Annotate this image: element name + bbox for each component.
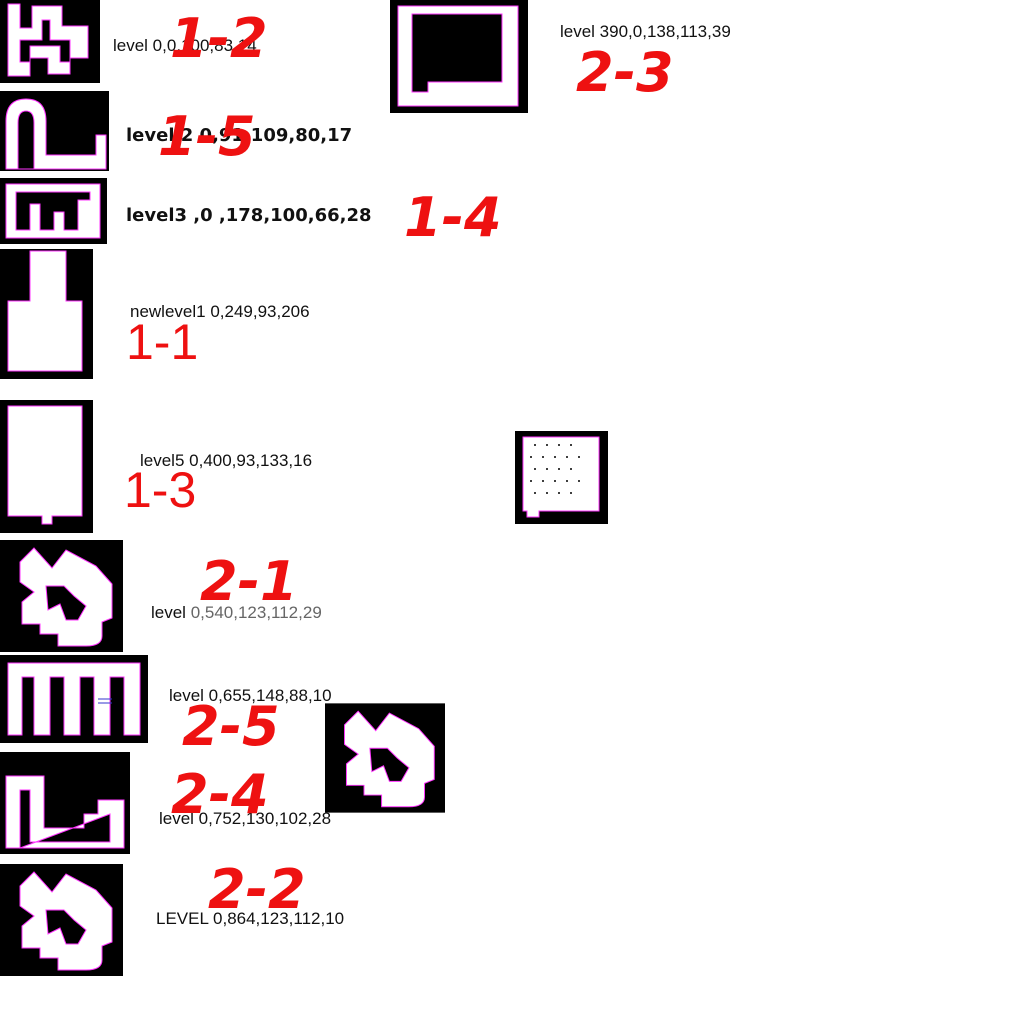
level-2-4-tag: 2-4 xyxy=(171,763,269,826)
level-1-5-caption: level 2 0,91,109,80,17 xyxy=(126,125,353,146)
level-2-2-caption: LEVEL 0,864,123,112,10 xyxy=(156,909,345,928)
level-1-1-caption: newlevel1 0,249,93,206 xyxy=(130,302,310,321)
level-1-3-caption: level5 0,400,93,133,16 xyxy=(140,451,313,470)
level-2-2-tag: 2-2 xyxy=(208,858,306,921)
level-2-5-caption: level 0,655,148,88,10 xyxy=(169,686,332,705)
level-1-4-thumbnail xyxy=(0,178,107,244)
level-2-2-thumbnail xyxy=(0,864,123,976)
level-1-5-tag: 1-5 xyxy=(158,105,256,168)
level-1-3-thumbnail xyxy=(0,400,93,533)
level-2-4-caption: level 0,752,130,102,28 xyxy=(159,809,332,828)
level-2-5-tag: 2-5 xyxy=(182,695,280,758)
level-2-1-thumbnail xyxy=(0,540,123,652)
level-2-3-tag: 2-3 xyxy=(576,41,674,104)
level-2-1-caption: level 0,540,123,112,29 xyxy=(151,604,322,621)
level-2-5-thumbnail xyxy=(0,655,148,743)
level-2-3-thumbnail xyxy=(390,0,528,113)
level-2-1-duplicate-preview xyxy=(325,702,445,814)
level-1-1-tag: 1-1 xyxy=(126,314,199,370)
level-1-4-tag: 1-4 xyxy=(404,186,502,249)
level-1-1-thumbnail xyxy=(0,249,93,379)
dotted-level-preview xyxy=(515,431,608,524)
level-2-1-tag: 2-1 xyxy=(200,550,298,613)
level-1-4-caption: level3 ,0 ,178,100,66,28 xyxy=(126,205,372,226)
level-2-3-caption: level 390,0,138,113,39 xyxy=(560,22,731,41)
level-1-2-thumbnail xyxy=(0,0,100,83)
level-2-4-thumbnail xyxy=(0,752,130,854)
level-2-1-caption-values: 0,540,123,112,29 xyxy=(190,603,322,622)
level-1-2-caption: level 0,0,100,83,14 xyxy=(113,36,257,55)
level-2-1-caption-prefix: level xyxy=(151,603,191,622)
level-1-5-thumbnail xyxy=(0,91,109,171)
level-1-3-tag: 1-3 xyxy=(124,462,197,518)
level-1-2-tag: 1-2 xyxy=(170,7,268,70)
